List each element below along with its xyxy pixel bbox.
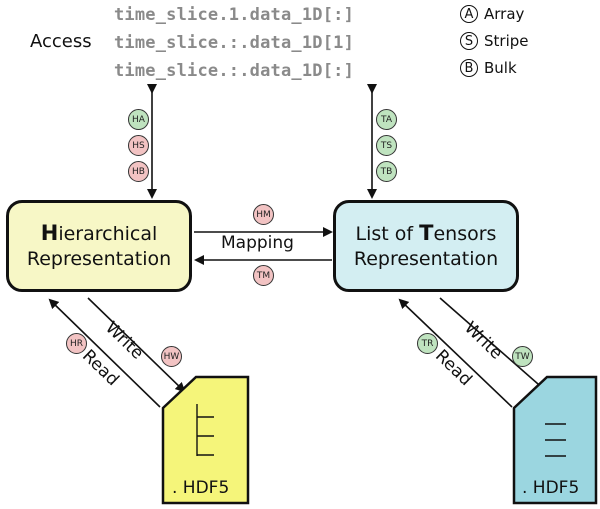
hierarchical-initial: H (40, 221, 59, 245)
badge-ts: TS (376, 135, 397, 156)
legend-text-stripe: Stripe (484, 32, 529, 50)
tensors-line1-pre: List of (355, 223, 420, 245)
access-line-array: time_slice.1.data_1D[:] (114, 5, 355, 25)
badge-tm: TM (253, 265, 274, 286)
hdf5-file-left-label: . HDF5 (172, 478, 230, 498)
tensors-title-line: List of Tensors (356, 220, 497, 247)
tensors-initial: T (419, 221, 434, 245)
hierarchical-title-line: Hierarchical (41, 220, 158, 247)
hierarchical-representation-box: Hierarchical Representation (6, 200, 192, 292)
write-arrow-right (439, 297, 548, 393)
access-line-bulk: time_slice.:.data_1D[:] (114, 61, 355, 81)
badge-ha: HA (128, 109, 149, 130)
legend-text-bulk: Bulk (484, 59, 517, 77)
hdf5-file-right-label: . HDF5 (522, 478, 580, 498)
hierarchical-line2: Representation (26, 248, 172, 271)
hierarchical-rest: ierarchical (58, 223, 158, 245)
badge-ta: TA (376, 109, 397, 130)
badge-hm: HM (253, 204, 274, 225)
legend-item-array: A Array (460, 5, 529, 23)
read-arrow-left (48, 298, 161, 408)
badge-hw: HW (161, 346, 182, 367)
badge-hr: HR (66, 333, 87, 354)
legend-item-stripe: S Stripe (460, 32, 529, 50)
legend-circle-s: S (460, 32, 478, 50)
badge-hb: HB (128, 161, 149, 182)
legend: A Array S Stripe B Bulk (460, 5, 529, 77)
tensors-line1-post: ensors (433, 223, 497, 245)
legend-text-array: Array (484, 5, 525, 23)
legend-item-bulk: B Bulk (460, 59, 529, 77)
access-line-stripe: time_slice.:.data_1D[1] (114, 33, 355, 53)
legend-circle-a: A (460, 5, 478, 23)
legend-circle-b: B (460, 59, 478, 77)
badge-hs: HS (128, 135, 149, 156)
access-label: Access (30, 31, 92, 52)
hdf5-file-left-shape (161, 375, 250, 505)
tree-icon (196, 404, 214, 456)
badge-tr: TR (417, 333, 438, 354)
badge-tw: TW (512, 346, 533, 367)
tensors-representation-box: List of Tensors Representation (333, 200, 519, 292)
list-icon (545, 423, 566, 457)
badge-tb: TB (376, 161, 397, 182)
write-arrow-left (87, 297, 186, 393)
read-arrow-right (398, 298, 513, 408)
tensors-line2: Representation (353, 248, 499, 271)
mapping-label: Mapping (221, 233, 294, 253)
